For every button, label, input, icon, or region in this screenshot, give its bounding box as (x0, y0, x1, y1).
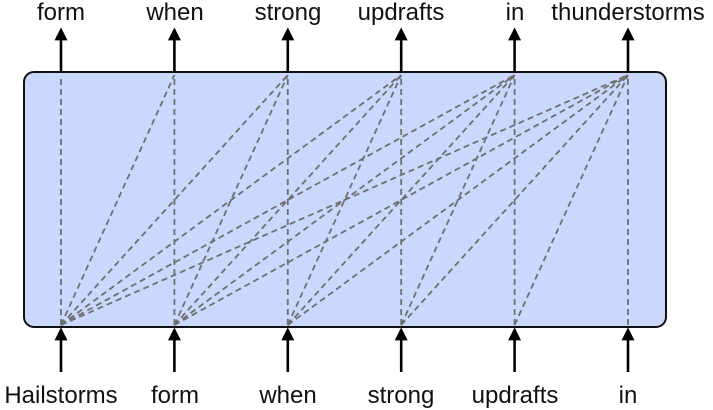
input-token: Hailstorms (4, 382, 117, 409)
attention-edge (287, 74, 516, 326)
attention-edge (60, 74, 289, 326)
input-token: updrafts (472, 382, 559, 409)
attention-edge (400, 74, 516, 326)
output-token: in (506, 0, 525, 26)
attention-edge (400, 74, 629, 326)
attention-connections (60, 74, 629, 326)
input-token: strong (368, 382, 435, 409)
attention-edge (60, 74, 516, 326)
token-arrows (54, 27, 635, 372)
output-token-row: form when strong updrafts in thunderstor… (37, 0, 705, 26)
attention-edge (173, 74, 289, 326)
input-token: in (619, 382, 638, 409)
attention-edge (287, 74, 629, 326)
attention-edge (513, 74, 629, 326)
output-token: when (145, 0, 203, 26)
attention-edge (173, 74, 629, 326)
output-token: strong (255, 0, 322, 26)
attention-edge (60, 74, 402, 326)
attention-edge (60, 74, 176, 326)
input-token-row: Hailstorms form when strong updrafts in (4, 382, 637, 409)
output-token: thunderstorms (551, 0, 704, 26)
attention-edge (60, 74, 629, 326)
output-token: updrafts (358, 0, 445, 26)
input-token: when (258, 382, 316, 409)
attention-edge (173, 74, 402, 326)
output-token: form (37, 0, 85, 26)
attention-edge (173, 74, 516, 326)
input-token: form (151, 382, 199, 409)
attention-edge (286, 74, 403, 326)
